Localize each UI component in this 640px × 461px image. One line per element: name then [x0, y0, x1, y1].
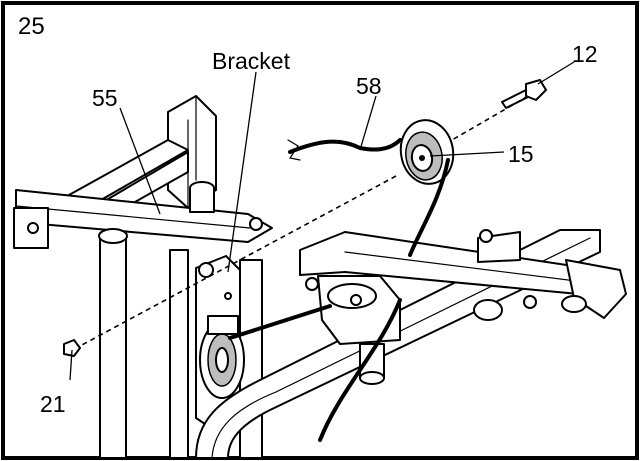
leader-bracket	[227, 71, 257, 273]
upper-pulley-15	[399, 119, 455, 185]
assembly-axis-line	[79, 95, 529, 347]
leader-55	[119, 107, 161, 215]
leader-58	[359, 95, 377, 151]
right-crossbar-tube	[299, 229, 627, 321]
step-number: 25	[18, 13, 45, 40]
drive-belt-58	[228, 138, 450, 442]
leader-12	[537, 61, 575, 85]
vertical-post	[98, 181, 263, 459]
callout-15: 15	[508, 141, 534, 167]
leader-15	[429, 151, 505, 157]
crossbar-tube-55	[13, 189, 273, 249]
callout-12: 12	[572, 41, 598, 67]
callout-55: 55	[92, 85, 118, 111]
callout-21: 21	[40, 391, 66, 417]
callout-bracket: Bracket	[212, 48, 291, 74]
nut-21	[63, 339, 81, 357]
left-frame-upright	[59, 95, 217, 225]
bolt-12	[501, 79, 547, 109]
leader-21	[69, 349, 73, 381]
callout-58: 58	[356, 73, 382, 99]
motor-pulley	[199, 315, 245, 399]
